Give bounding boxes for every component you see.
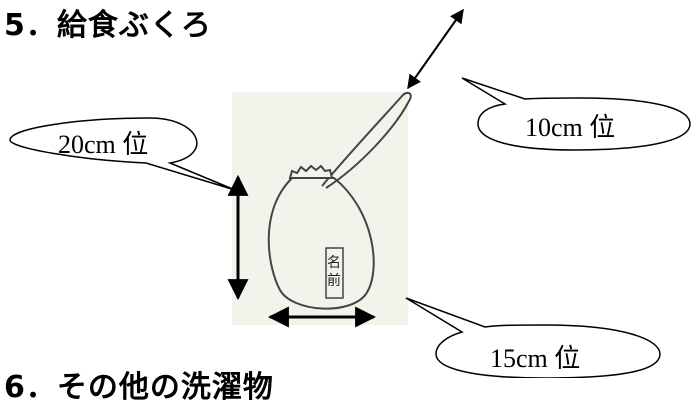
name-tag-text: 名前: [327, 255, 341, 289]
callout-height-label: 20cm 位: [58, 130, 149, 159]
callout-strap-label: 10cm 位: [525, 113, 616, 142]
callout-strap-bubble: [461, 77, 691, 151]
callout-height-bubble: [9, 117, 236, 191]
bag-strap: [321, 91, 412, 189]
callout-width-label: 15cm 位: [490, 344, 581, 373]
bag-drawstring: [288, 164, 334, 179]
drawing-paper: [232, 92, 408, 325]
next-section-title: 6．その他の洗濯物: [4, 370, 274, 405]
strap-margin-arrow: [407, 8, 464, 90]
section-title: 5．給食ぶくろ: [4, 8, 212, 43]
diagram: [9, 8, 691, 378]
name-tag-box: [325, 247, 344, 299]
callout-width-bubble: [405, 297, 661, 378]
